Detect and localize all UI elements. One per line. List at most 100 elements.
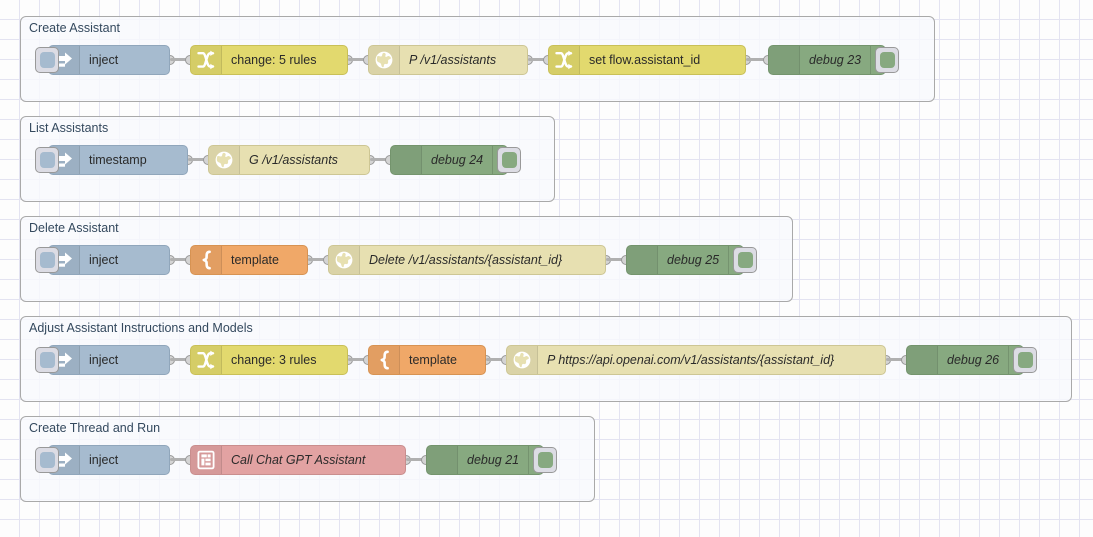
connection-wire[interactable] — [170, 358, 190, 361]
node-icon-container — [209, 146, 240, 174]
globe-icon — [374, 50, 394, 70]
node-icon-container — [191, 246, 222, 274]
node-label: inject — [89, 53, 119, 67]
connection-wire[interactable] — [746, 58, 768, 61]
node-inject[interactable]: inject — [48, 245, 170, 275]
node-icon-container — [627, 246, 658, 274]
debug-toggle-button[interactable] — [1013, 347, 1037, 373]
connection-wire[interactable] — [170, 58, 190, 61]
node-label: debug 26 — [947, 353, 1000, 367]
debug-toggle-knob — [879, 52, 895, 68]
node-icon-container — [391, 146, 422, 174]
group-label: Adjust Assistant Instructions and Models — [29, 321, 253, 335]
openai-assistant-icon — [196, 450, 216, 470]
inject-trigger-button[interactable] — [35, 147, 59, 173]
node-icon-container — [369, 46, 400, 74]
connection-wire[interactable] — [486, 358, 506, 361]
brace-icon — [196, 250, 216, 270]
shuffle-icon — [196, 350, 216, 370]
node-label: timestamp — [89, 153, 147, 167]
node-label: P /v1/assistants — [409, 53, 497, 67]
node-debug[interactable]: debug 24 — [390, 145, 508, 175]
node-change[interactable]: set flow.assistant_id — [548, 45, 746, 75]
inject-arrow-icon — [54, 450, 74, 470]
inject-trigger-knob — [39, 52, 55, 68]
globe-icon — [334, 250, 354, 270]
node-http[interactable]: P https://api.openai.com/v1/assistants/{… — [506, 345, 886, 375]
group-label: List Assistants — [29, 121, 109, 135]
debug-toggle-button[interactable] — [497, 147, 521, 173]
inject-arrow-icon — [54, 350, 74, 370]
node-inject[interactable]: inject — [48, 45, 170, 75]
node-inject[interactable]: timestamp — [48, 145, 188, 175]
debug-toggle-knob — [1017, 352, 1033, 368]
inject-trigger-button[interactable] — [35, 447, 59, 473]
node-icon-container — [191, 346, 222, 374]
connection-wire[interactable] — [370, 158, 390, 161]
node-change[interactable]: change: 3 rules — [190, 345, 348, 375]
node-label: P https://api.openai.com/v1/assistants/{… — [547, 353, 835, 367]
node-label: inject — [89, 453, 119, 467]
node-http[interactable]: P /v1/assistants — [368, 45, 528, 75]
node-label: debug 21 — [467, 453, 520, 467]
node-icon-container — [369, 346, 400, 374]
shuffle-icon — [554, 50, 574, 70]
node-inject[interactable]: inject — [48, 445, 170, 475]
connection-wire[interactable] — [170, 458, 190, 461]
group-label: Create Thread and Run — [29, 421, 161, 435]
debug-toggle-button[interactable] — [875, 47, 899, 73]
node-label: debug 23 — [809, 53, 862, 67]
connection-wire[interactable] — [406, 458, 426, 461]
connection-wire[interactable] — [170, 258, 190, 261]
node-debug[interactable]: debug 25 — [626, 245, 744, 275]
inject-trigger-button[interactable] — [35, 347, 59, 373]
globe-icon — [214, 150, 234, 170]
connection-wire[interactable] — [348, 358, 368, 361]
group-label: Create Assistant — [29, 21, 121, 35]
node-label: change: 3 rules — [231, 353, 317, 367]
inject-trigger-knob — [39, 152, 55, 168]
node-debug[interactable]: debug 26 — [906, 345, 1024, 375]
inject-trigger-button[interactable] — [35, 247, 59, 273]
node-change[interactable]: change: 5 rules — [190, 45, 348, 75]
inject-arrow-icon — [54, 150, 74, 170]
debug-toggle-knob — [537, 452, 553, 468]
node-icon-container — [329, 246, 360, 274]
node-icon-container — [549, 46, 580, 74]
node-icon-container — [769, 46, 800, 74]
debug-toggle-knob — [501, 152, 517, 168]
inject-trigger-button[interactable] — [35, 47, 59, 73]
node-template[interactable]: template — [190, 245, 308, 275]
debug-toggle-button[interactable] — [533, 447, 557, 473]
node-icon-container — [427, 446, 458, 474]
node-label: inject — [89, 353, 119, 367]
debug-toggle-knob — [737, 252, 753, 268]
node-icon-container — [507, 346, 538, 374]
node-label: Delete /v1/assistants/{assistant_id} — [369, 253, 563, 267]
connection-wire[interactable] — [188, 158, 208, 161]
node-inject[interactable]: inject — [48, 345, 170, 375]
node-icon-container — [191, 446, 222, 474]
connection-wire[interactable] — [308, 258, 328, 261]
connection-wire[interactable] — [606, 258, 626, 261]
node-http[interactable]: Delete /v1/assistants/{assistant_id} — [328, 245, 606, 275]
node-debug[interactable]: debug 21 — [426, 445, 544, 475]
node-label: template — [409, 353, 457, 367]
inject-trigger-knob — [39, 452, 55, 468]
node-label: change: 5 rules — [231, 53, 317, 67]
node-icon-container — [907, 346, 938, 374]
debug-toggle-button[interactable] — [733, 247, 757, 273]
group-label: Delete Assistant — [29, 221, 119, 235]
node-openai[interactable]: Call Chat GPT Assistant — [190, 445, 406, 475]
connection-wire[interactable] — [886, 358, 906, 361]
brace-icon — [374, 350, 394, 370]
node-http[interactable]: G /v1/assistants — [208, 145, 370, 175]
node-template[interactable]: template — [368, 345, 486, 375]
shuffle-icon — [196, 50, 216, 70]
connection-wire[interactable] — [528, 58, 548, 61]
node-debug[interactable]: debug 23 — [768, 45, 886, 75]
connection-wire[interactable] — [348, 58, 368, 61]
node-label: G /v1/assistants — [249, 153, 338, 167]
inject-arrow-icon — [54, 50, 74, 70]
